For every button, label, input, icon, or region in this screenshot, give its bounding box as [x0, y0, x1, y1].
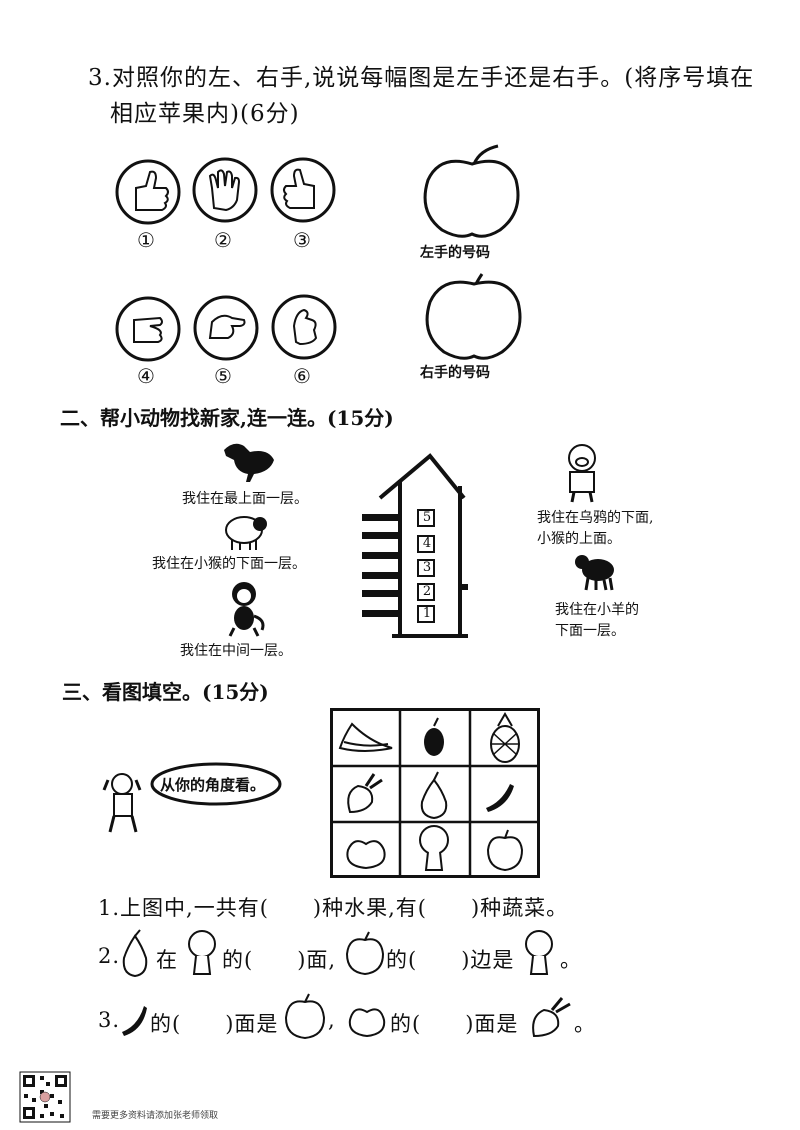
sec3-q3-part-b: , [328, 1008, 336, 1032]
apple-icon [345, 931, 385, 976]
crow-icon [224, 443, 274, 482]
section-2-title: 二、帮小动物找新家,连一连。(15分) [60, 406, 394, 430]
cabbage-icon-2 [525, 930, 553, 975]
boy-icon [102, 773, 142, 833]
apple-right-label: 右手的号码 [420, 365, 490, 381]
radish-icon [532, 997, 571, 1038]
building-illustration [362, 453, 468, 638]
pig-text-line2: 小猴的上面。 [537, 531, 621, 547]
sec3-q3-prefix: 3. [98, 1008, 121, 1032]
sec3-q3-part-a: 的( )面是 [150, 1012, 279, 1036]
apple-left-label: 左手的号码 [420, 245, 490, 261]
crow-text: 我住在最上面一层。 [182, 491, 308, 507]
speech-bubble-text: 从你的角度看。 [160, 776, 266, 794]
sec3-q3-end: 。 [574, 1012, 596, 1036]
sec3-question-1: 1.上图中,一共有( )种水果,有( )种蔬菜。 [98, 896, 569, 920]
pig-icon [568, 444, 596, 503]
sheep-icon [225, 516, 267, 550]
sec3-q2-part-a: 在 [156, 948, 178, 972]
sec3-q3-part-c: 的( )面是 [390, 1012, 519, 1036]
cow-icon [575, 555, 614, 591]
hand-number-3: ③ [293, 228, 311, 252]
qr-code-icon [19, 1071, 71, 1123]
section-3-title: 三、看图填空。(15分) [62, 680, 269, 704]
floor-5: 5 [422, 510, 432, 525]
speech-bubble [150, 762, 282, 806]
sec3-q2-end: 。 [560, 948, 582, 972]
pear-icon [122, 929, 148, 978]
pig-text-line1: 我住在乌鸦的下面, [537, 510, 654, 526]
sec3-q2-part-c: 的( )边是 [386, 948, 515, 972]
peach-icon [348, 1008, 386, 1038]
chili-icon [122, 1006, 147, 1036]
hand-number-4: ④ [137, 364, 155, 388]
apple-right-hand [425, 273, 522, 360]
floor-2: 2 [422, 584, 432, 599]
floor-1: 1 [422, 606, 432, 621]
q3-line1: 3.对照你的左、右手,说说每幅图是左手还是右手。(将序号填在 [88, 65, 755, 91]
floor-3: 3 [422, 560, 432, 575]
hand-number-5: ⑤ [214, 364, 232, 388]
footer-text: 需要更多资料请添加张老师领取 [92, 1111, 219, 1121]
hand-number-6: ⑥ [293, 364, 311, 388]
cow-text-line1: 我住在小羊的 [555, 602, 639, 618]
fruit-vegetable-grid [330, 708, 540, 878]
hands-illustration [115, 157, 337, 362]
monkey-icon [228, 582, 265, 637]
apple-left-hand [423, 144, 520, 238]
hand-number-2: ② [214, 228, 232, 252]
hand-number-1: ① [137, 228, 155, 252]
sec3-q2-part-b: 的( )面, [222, 948, 337, 972]
cabbage-icon [188, 930, 216, 975]
floor-4: 4 [422, 536, 432, 551]
apple-icon-2 [284, 993, 326, 1040]
sec3-q2-prefix: 2. [98, 944, 121, 968]
sheep-text: 我住在小猴的下面一层。 [152, 556, 306, 572]
q3-line2: 相应苹果内)(6分) [110, 101, 300, 127]
monkey-text: 我住在中间一层。 [180, 643, 292, 659]
cow-text-line2: 下面一层。 [555, 623, 625, 639]
